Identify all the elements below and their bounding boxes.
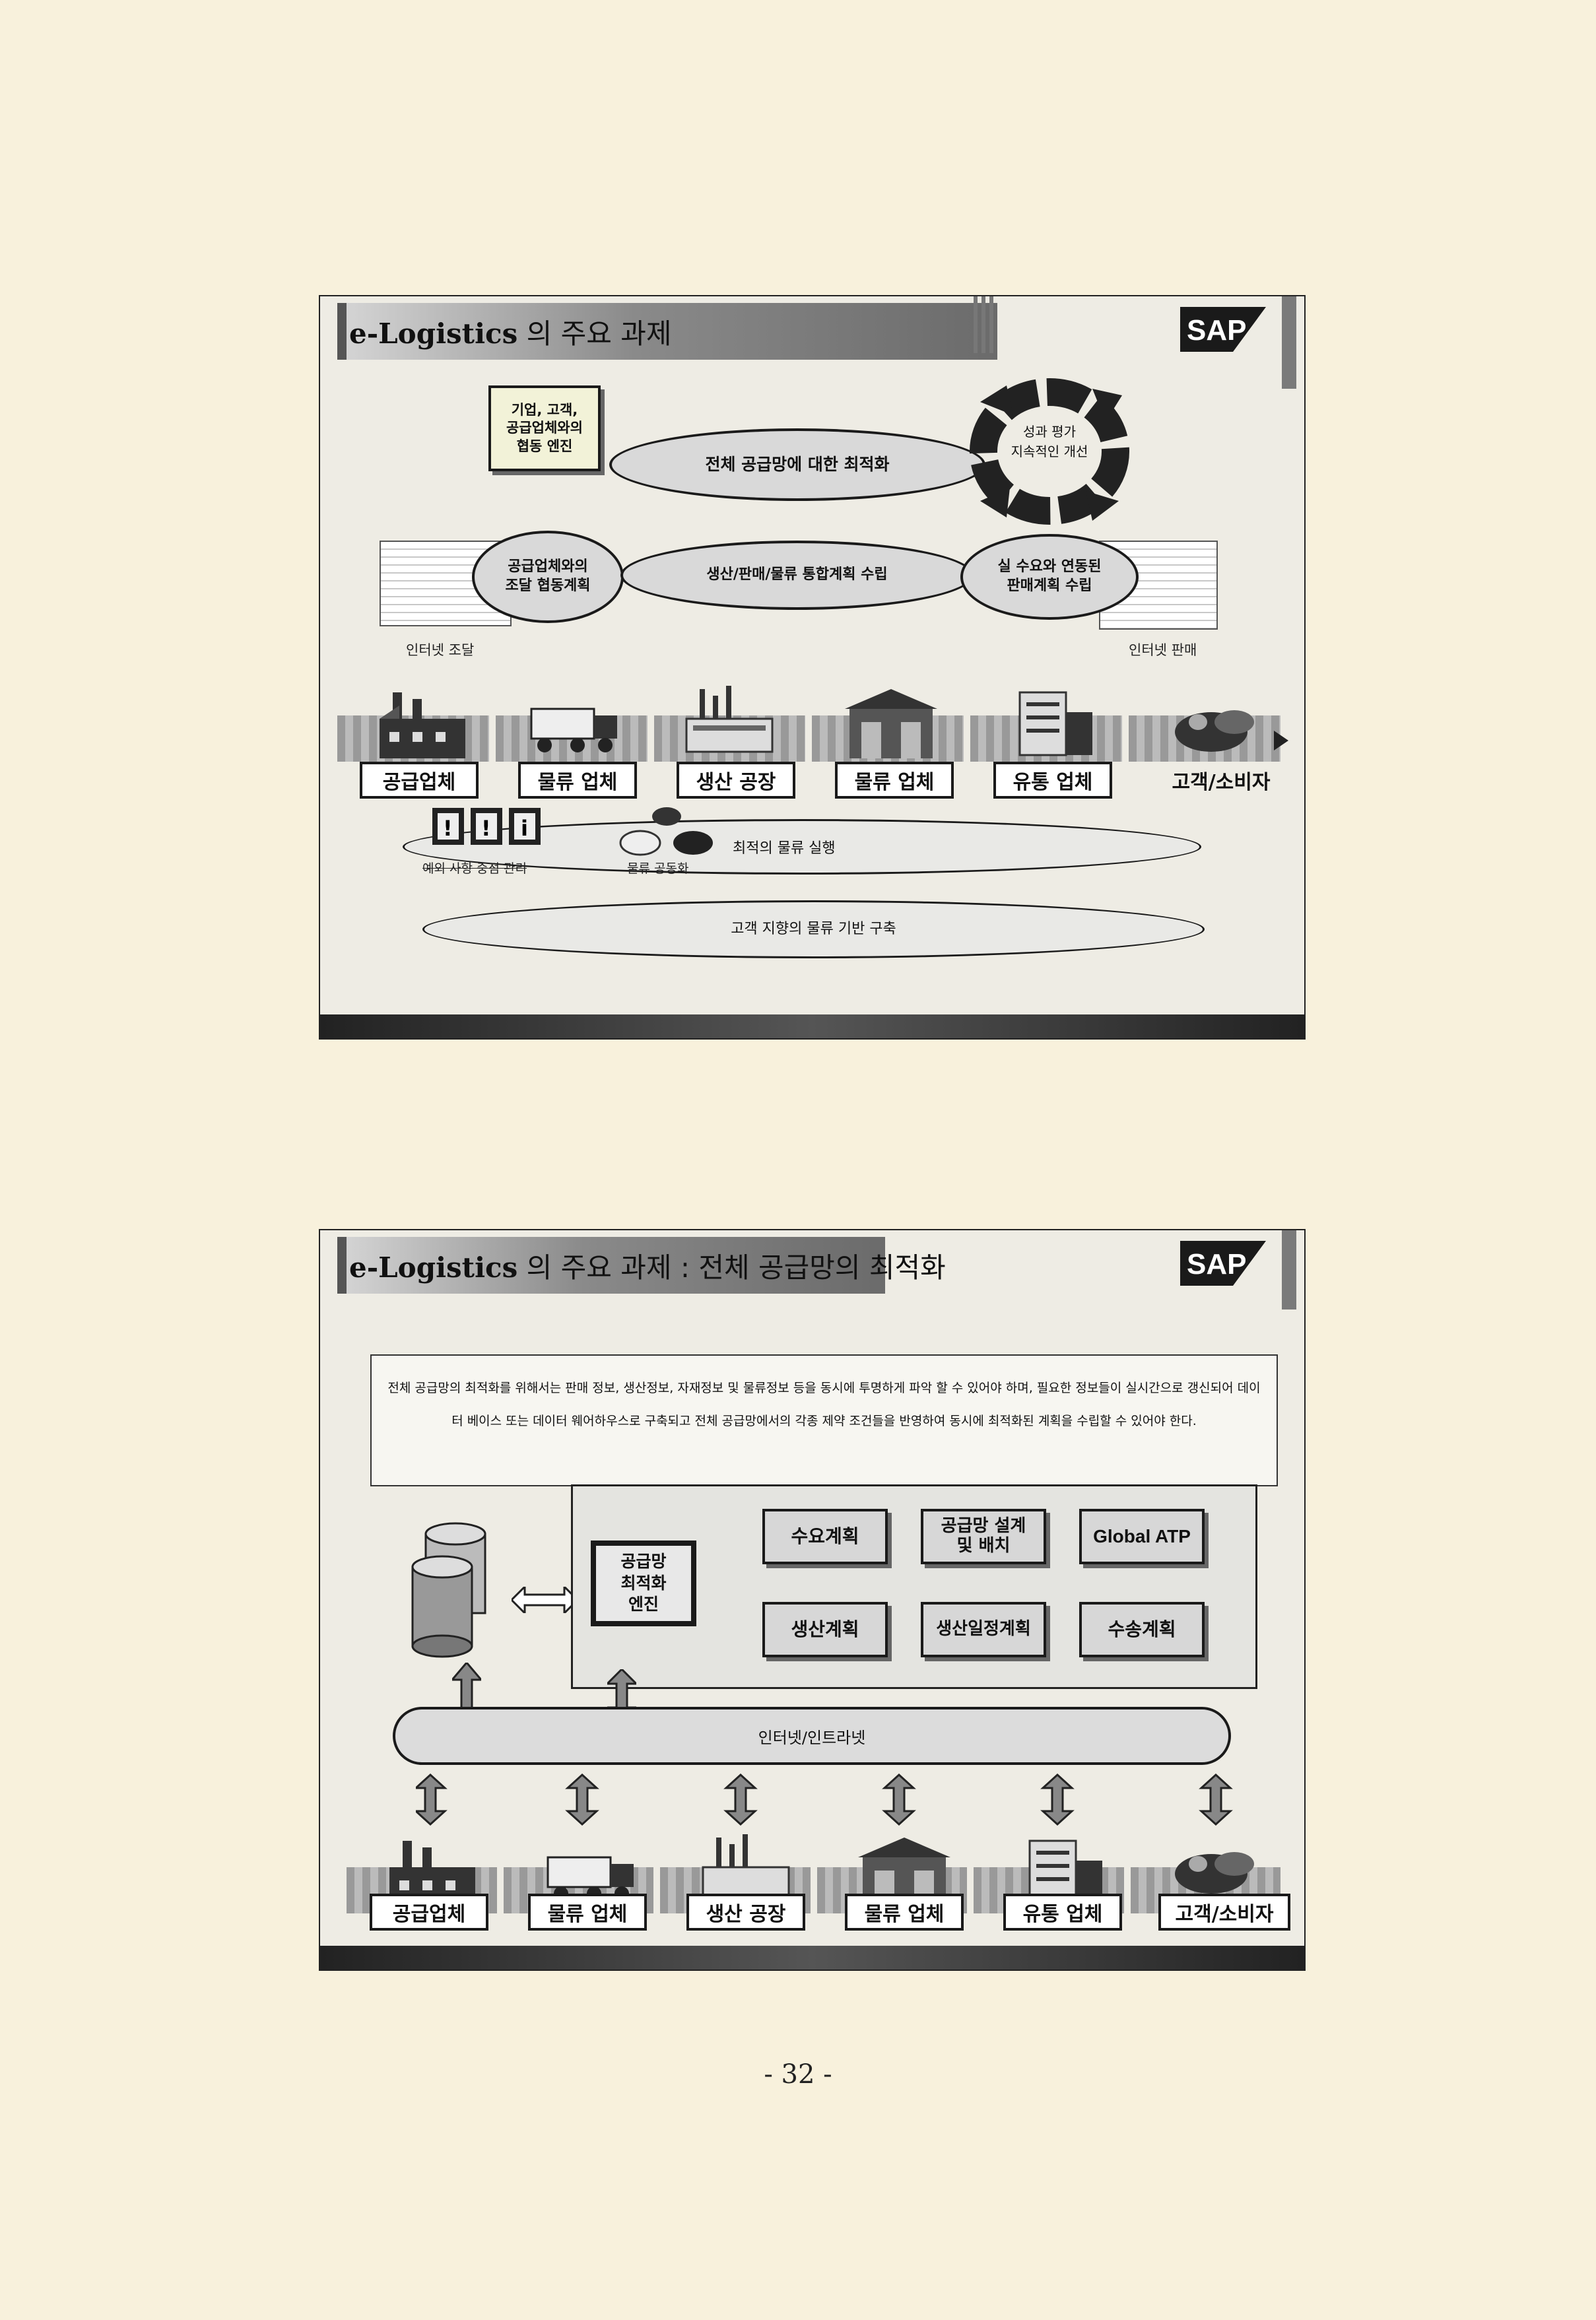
optimization-engine-box: 공급망 최적화 엔진	[591, 1541, 696, 1626]
module-global-atp: Global ATP	[1079, 1509, 1205, 1564]
entity-label-customer: 고객/소비자	[1158, 1894, 1290, 1931]
double-arrow-icon	[512, 1587, 578, 1613]
database-icon	[411, 1522, 486, 1658]
oval-supplier-collab: 공급업체와의 조달 협동계획	[472, 531, 624, 623]
svg-text:!: !	[443, 816, 453, 841]
internet-procure-label: 인터넷 조달	[406, 642, 475, 658]
slide2-title: e-Logistics 의 주요 과제 : 전체 공급망의 최적화	[349, 1251, 946, 1284]
plant-icon	[685, 686, 774, 753]
svg-text:SAP: SAP	[1187, 314, 1246, 347]
arrow-right-icon	[1274, 731, 1288, 750]
title-stripes	[974, 296, 993, 353]
entity-label-retail: 유통 업체	[1003, 1894, 1122, 1931]
oval-total-optimization: 전체 공급망에 대한 최적화	[609, 428, 985, 501]
module-production-scheduling: 생산일정계획	[921, 1602, 1046, 1657]
entity-label-logistics: 물류 업체	[518, 762, 637, 799]
logistics-sharing-label: 물류 공동화	[627, 861, 689, 876]
network-connection-arrows	[416, 1773, 1233, 1826]
module-network-design: 공급망 설계 및 배치	[921, 1509, 1046, 1564]
oval-demand-planning: 실 수요와 연동된 판매계획 수립	[960, 534, 1139, 620]
entity-label-customer: 고객/소비자	[1172, 771, 1271, 794]
distribution-building-icon	[1018, 691, 1092, 756]
oval-integrated-planning: 생산/판매/물류 통합계획 수립	[620, 541, 974, 610]
up-arrow-icon	[452, 1663, 481, 1715]
module-demand-planning: 수요계획	[762, 1509, 888, 1564]
entity-label-logistics-2: 물류 업체	[835, 762, 954, 799]
slide2-title-bar: e-Logistics 의 주요 과제 : 전체 공급망의 최적화	[337, 1237, 946, 1294]
sap-logo: SAP	[1180, 1241, 1266, 1286]
customer-icon	[1175, 1852, 1254, 1894]
sap-logo: SAP	[1180, 307, 1266, 352]
warehouse-icon	[845, 689, 937, 758]
entity-label-plant: 생산 공장	[677, 762, 795, 799]
svg-text:i: i	[521, 816, 528, 841]
collaboration-engine-box: 기업, 고객, 공급업체와의 협동 엔진	[488, 385, 601, 471]
optimal-logistics-text: 최적의 물류 실행	[733, 840, 836, 857]
svg-text:SAP: SAP	[1187, 1248, 1246, 1280]
description-box: 전체 공급망의 최적화를 위해서는 판매 정보, 생산정보, 자재정보 및 물류…	[370, 1354, 1278, 1486]
entity-label-logistics: 물류 업체	[528, 1894, 647, 1931]
entity-label-retail: 유통 업체	[993, 762, 1112, 799]
slide1-title: e-Logistics 의 주요 과제	[349, 317, 672, 350]
entity-label-plant: 생산 공장	[686, 1894, 805, 1931]
entity-label-supplier: 공급업체	[360, 762, 479, 799]
truck-icon	[547, 1856, 634, 1901]
internet-sales-label: 인터넷 판매	[1129, 642, 1197, 658]
module-production-planning: 생산계획	[762, 1602, 888, 1657]
entity-label-logistics-2: 물류 업체	[845, 1894, 964, 1931]
oval-optimal-logistics	[403, 819, 1201, 875]
cycle-text: 성과 평가 지속적인 개선	[1011, 424, 1088, 459]
page-number: - 32 -	[764, 2059, 832, 2090]
factory-icon	[380, 692, 465, 758]
network-bus: 인터넷/인트라넷	[393, 1707, 1231, 1765]
module-transport-planning: 수송계획	[1079, 1602, 1205, 1657]
slide-main-tasks: e-Logistics 의 주요 과제 SAP 기업, 고객, 공급업체와의 협…	[319, 295, 1306, 1040]
oval-customer-oriented: 고객 지향의 물류 기반 구축	[422, 900, 1205, 958]
slide-supply-chain-optimization: e-Logistics 의 주요 과제 : 전체 공급망의 최적화 SAP 전체…	[319, 1229, 1306, 1971]
logistics-sharing-icon	[619, 807, 713, 856]
slide1-title-bar: e-Logistics 의 주요 과제	[337, 303, 997, 360]
customer-icon	[1175, 710, 1254, 752]
truck-icon	[530, 708, 617, 752]
evaluation-cycle-icon	[970, 378, 1129, 525]
svg-text:!: !	[481, 816, 491, 841]
entity-label-supplier: 공급업체	[370, 1894, 488, 1931]
entity-stripes	[337, 715, 1280, 762]
exception-alert-icon: ! ! i	[432, 808, 541, 845]
exception-label: 예외 사항 중점 관리	[422, 861, 527, 876]
